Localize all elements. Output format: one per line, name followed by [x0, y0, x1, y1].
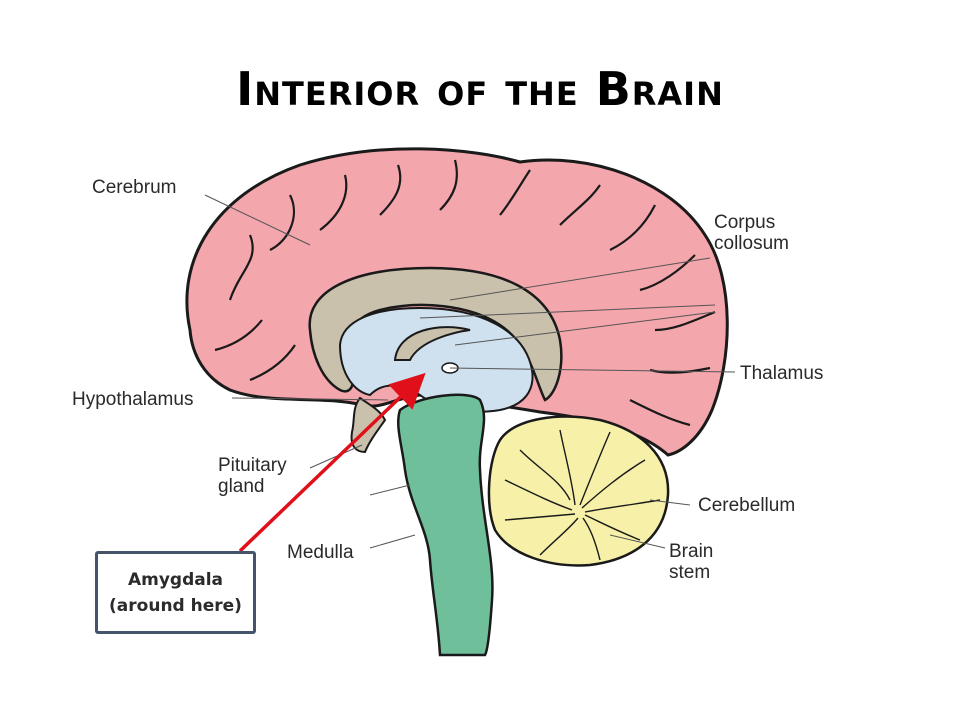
cerebellum-folia — [504, 429, 661, 561]
label-corpus-line2: collosum — [714, 233, 789, 254]
gyri-lines — [214, 159, 716, 427]
pituitary-shape — [350, 396, 387, 454]
callout-line1: Amygdala — [127, 569, 224, 590]
label-cerebrum: Cerebrum — [92, 177, 176, 198]
label-hypothalamus: Hypothalamus — [72, 389, 193, 410]
brainstem-shape — [397, 393, 494, 657]
leader-lines — [204, 194, 736, 549]
ventricle-shape — [338, 306, 534, 413]
callout-line2: (around here) — [109, 595, 242, 616]
fornix-shape — [393, 326, 471, 361]
label-pituitary-line2: gland — [218, 476, 265, 497]
cerebellum-shape — [487, 415, 670, 567]
label-medulla: Medulla — [287, 542, 354, 563]
label-brainstem-line2: stem — [669, 562, 710, 583]
label-brainstem-line1: Brain — [669, 541, 713, 562]
amygdala-arrow — [238, 372, 426, 553]
amygdala-callout-box: Amygdala (around here) — [95, 551, 256, 634]
label-cerebellum: Cerebellum — [698, 495, 795, 516]
page-title: Interior of the Brain — [236, 62, 724, 116]
label-pituitary-line1: Pituitary — [218, 455, 287, 476]
label-thalamus: Thalamus — [740, 363, 823, 384]
label-corpus-line1: Corpus — [714, 212, 775, 233]
